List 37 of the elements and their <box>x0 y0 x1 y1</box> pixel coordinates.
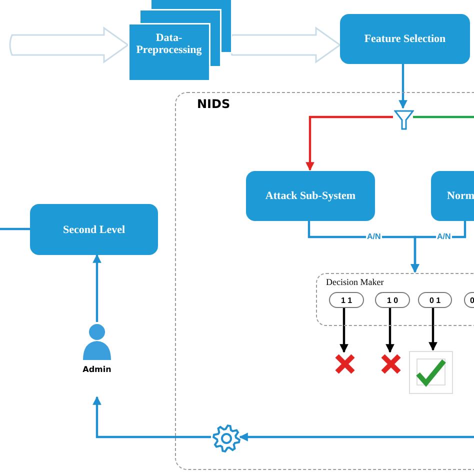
arrow <box>398 64 408 109</box>
funnel-icon <box>394 109 414 131</box>
gear-icon <box>212 424 241 453</box>
checkmark-icon <box>409 351 453 394</box>
process-box <box>30 204 158 255</box>
group-title: Decision Maker <box>326 277 384 287</box>
cross-icon <box>380 353 402 375</box>
arrow <box>410 220 466 273</box>
bit-pair-pill: 1 0 <box>375 292 410 308</box>
arrow <box>92 396 211 438</box>
process-box <box>246 171 375 221</box>
process-box <box>340 14 470 64</box>
bit-pair-pill: 0 1 <box>418 292 452 308</box>
cross-icon <box>334 353 356 375</box>
bit-pair-pill: 0 <box>464 292 474 308</box>
edge-label: A/N <box>366 232 382 242</box>
arrow <box>340 306 348 353</box>
bit-pair-pill: 1 1 <box>329 292 364 308</box>
document-stack-drawing <box>128 0 232 81</box>
block-arrow <box>9 27 129 63</box>
arrow <box>92 254 102 322</box>
container-title: NIDS <box>197 97 230 111</box>
person-label: Admin <box>82 365 112 374</box>
box-label: Second Level <box>62 224 126 236</box>
connector-line <box>0 228 30 230</box>
box-label: Feature Selection <box>364 33 446 45</box>
block-arrow <box>229 27 341 63</box>
arrow <box>306 116 393 171</box>
arrow <box>386 306 394 353</box>
arrow <box>239 432 474 442</box>
connector-line <box>413 116 474 118</box>
arrow <box>428 306 438 351</box>
box-label: Attack Sub-System <box>265 190 356 202</box>
box-label: Data- Preprocessing <box>136 32 202 56</box>
dashed-container <box>175 92 474 470</box>
box-label: Norm <box>447 190 474 202</box>
edge-label: A/N <box>436 232 452 242</box>
